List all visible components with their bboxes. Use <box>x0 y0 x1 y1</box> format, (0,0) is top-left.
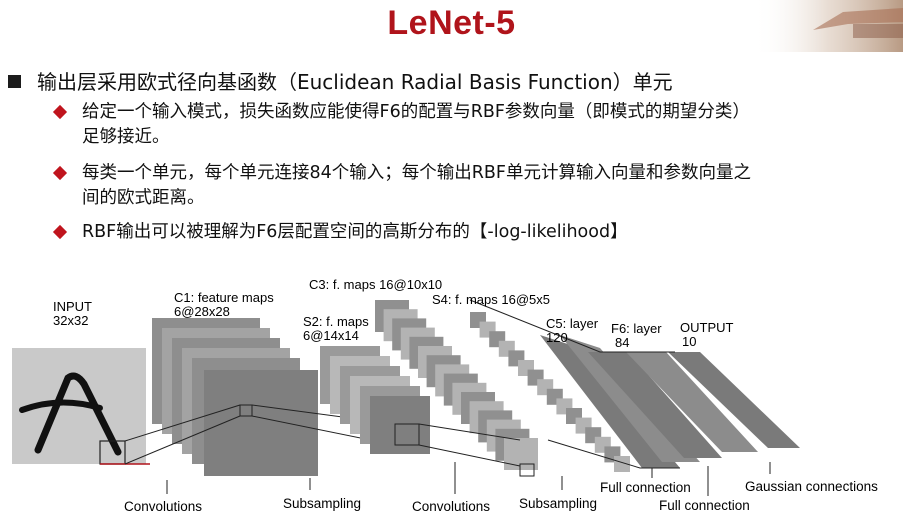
input-letter-a-bar <box>19 399 103 413</box>
s4-feature-maps <box>470 312 630 472</box>
label-input: INPUT <box>53 299 92 314</box>
s2-feature-maps <box>320 346 430 454</box>
sub-bullet-line: 间的欧式距离。 <box>82 188 205 208</box>
sub-bullet: RBF输出可以被理解为F6层配置空间的高斯分布的【-log-likelihood… <box>52 220 895 245</box>
label-full2: Full connection <box>659 498 750 513</box>
label-sub2: Subsampling <box>519 496 597 511</box>
label-c5-size: 120 <box>546 330 568 345</box>
slide-title: LeNet-5 <box>387 4 516 42</box>
label-s2: S2: f. maps <box>303 314 369 329</box>
label-c5: C5: layer <box>546 316 599 331</box>
feature-map <box>504 438 538 470</box>
label-s4: S4: f. maps 16@5x5 <box>432 292 550 307</box>
label-c1-size: 6@28x28 <box>174 304 230 319</box>
input-letter-a <box>34 372 122 456</box>
square-bullet-icon <box>8 75 21 88</box>
c3-feature-maps <box>375 300 538 470</box>
main-bullet: 输出层采用欧式径向基函数（Euclidean Radial Basis Func… <box>8 66 673 95</box>
decorative-corner-image <box>753 0 903 52</box>
sub-bullet-line: 每类一个单元，每个单元连接84个输入；每个输出RBF单元计算输入向量和参数向量之 <box>82 163 751 183</box>
sub-bullet: 给定一个输入模式，损失函数应能使得F6的配置与RBF参数向量（即模式的期望分类）… <box>52 100 895 150</box>
label-s2-size: 6@14x14 <box>303 328 359 343</box>
label-gauss: Gaussian connections <box>745 479 878 494</box>
label-input-size: 32x32 <box>53 313 88 328</box>
label-output: OUTPUT <box>680 320 734 335</box>
sub-bullet-line: 给定一个输入模式，损失函数应能使得F6的配置与RBF参数向量（即模式的期望分类） <box>82 102 750 122</box>
fully-connected-layers <box>540 335 800 468</box>
label-full1: Full connection <box>600 480 691 495</box>
feature-map <box>614 456 630 472</box>
label-f6: F6: layer <box>611 321 662 336</box>
label-f6-size: 84 <box>615 335 629 350</box>
sub-bullet-line: RBF输出可以被理解为F6层配置空间的高斯分布的【-log-likelihood… <box>82 222 628 242</box>
title-bar: LeNet-5 <box>0 0 903 52</box>
label-conv2: Convolutions <box>412 499 490 514</box>
lenet5-architecture-diagram: INPUT 32x32 C1: feature maps 6@28x28 S2:… <box>12 277 878 514</box>
label-c3: C3: f. maps 16@10x10 <box>309 277 442 292</box>
sub-bullet: 每类一个单元，每个单元连接84个输入；每个输出RBF单元计算输入向量和参数向量之… <box>52 161 895 211</box>
label-conv1: Convolutions <box>124 499 202 514</box>
c1-feature-maps <box>152 318 318 476</box>
label-sub1: Subsampling <box>283 496 361 511</box>
label-c1: C1: feature maps <box>174 290 274 305</box>
main-bullet-text: 输出层采用欧式径向基函数（Euclidean Radial Basis Func… <box>37 70 673 94</box>
label-output-size: 10 <box>682 334 696 349</box>
sub-bullet-line: 足够接近。 <box>82 127 170 147</box>
